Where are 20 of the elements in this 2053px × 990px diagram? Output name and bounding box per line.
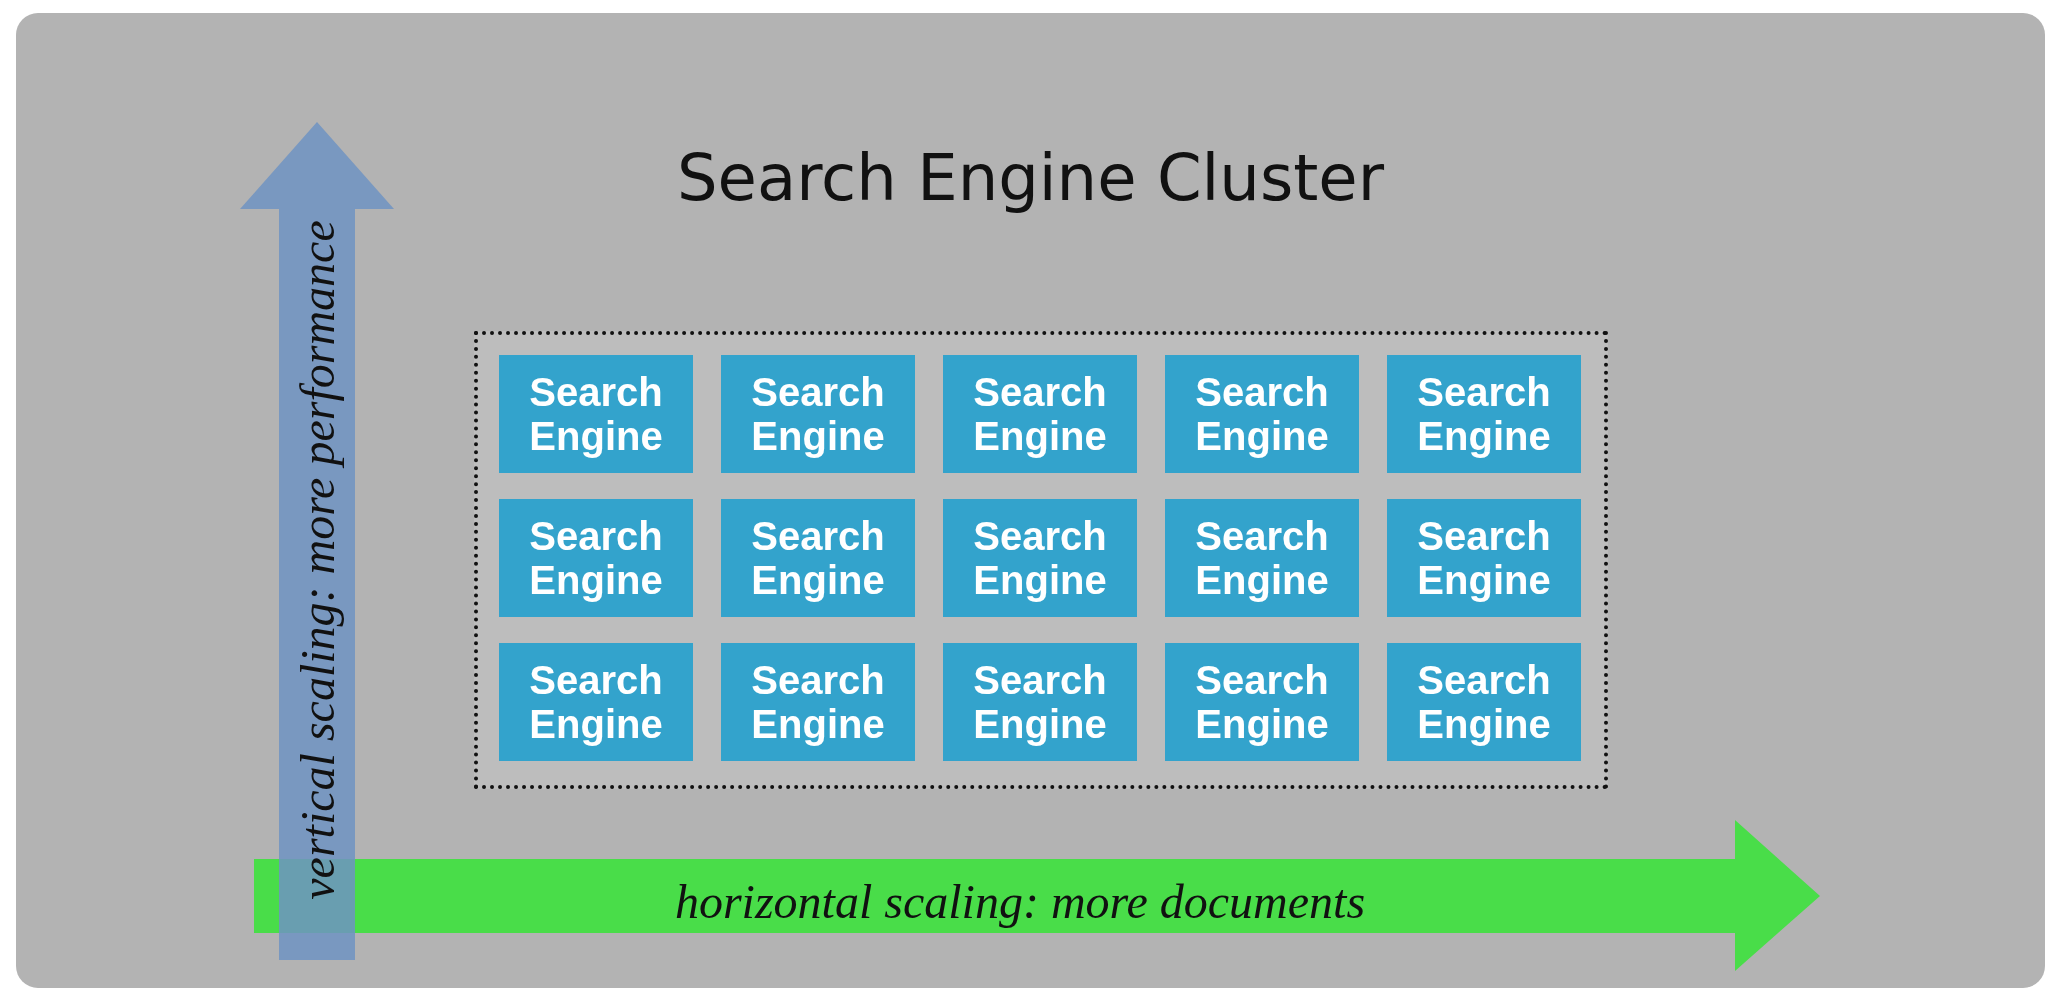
cluster-panel: [16, 13, 2045, 988]
arrow-label: vertical scaling: more performance: [289, 220, 345, 900]
engine-box: Search Engine: [1387, 643, 1581, 761]
arrow-label: horizontal scaling: more documents: [674, 873, 1366, 929]
engine-box: Search Engine: [1165, 499, 1359, 617]
dotted-group-box: [474, 331, 1608, 789]
engine-box: Search Engine: [1387, 499, 1581, 617]
engine-box: Search Engine: [499, 643, 693, 761]
engine-box: Search Engine: [499, 355, 693, 473]
engine-box: Search Engine: [721, 499, 915, 617]
engine-box: Search Engine: [1165, 355, 1359, 473]
engine-box: Search Engine: [943, 643, 1137, 761]
engine-box: Search Engine: [943, 499, 1137, 617]
cluster-title: Search Engine Cluster: [675, 141, 1386, 215]
engine-box: Search Engine: [1165, 643, 1359, 761]
engine-box: Search Engine: [499, 499, 693, 617]
engine-box: Search Engine: [721, 643, 915, 761]
engine-box: Search Engine: [943, 355, 1137, 473]
engine-box: Search Engine: [1387, 355, 1581, 473]
engine-box: Search Engine: [721, 355, 915, 473]
